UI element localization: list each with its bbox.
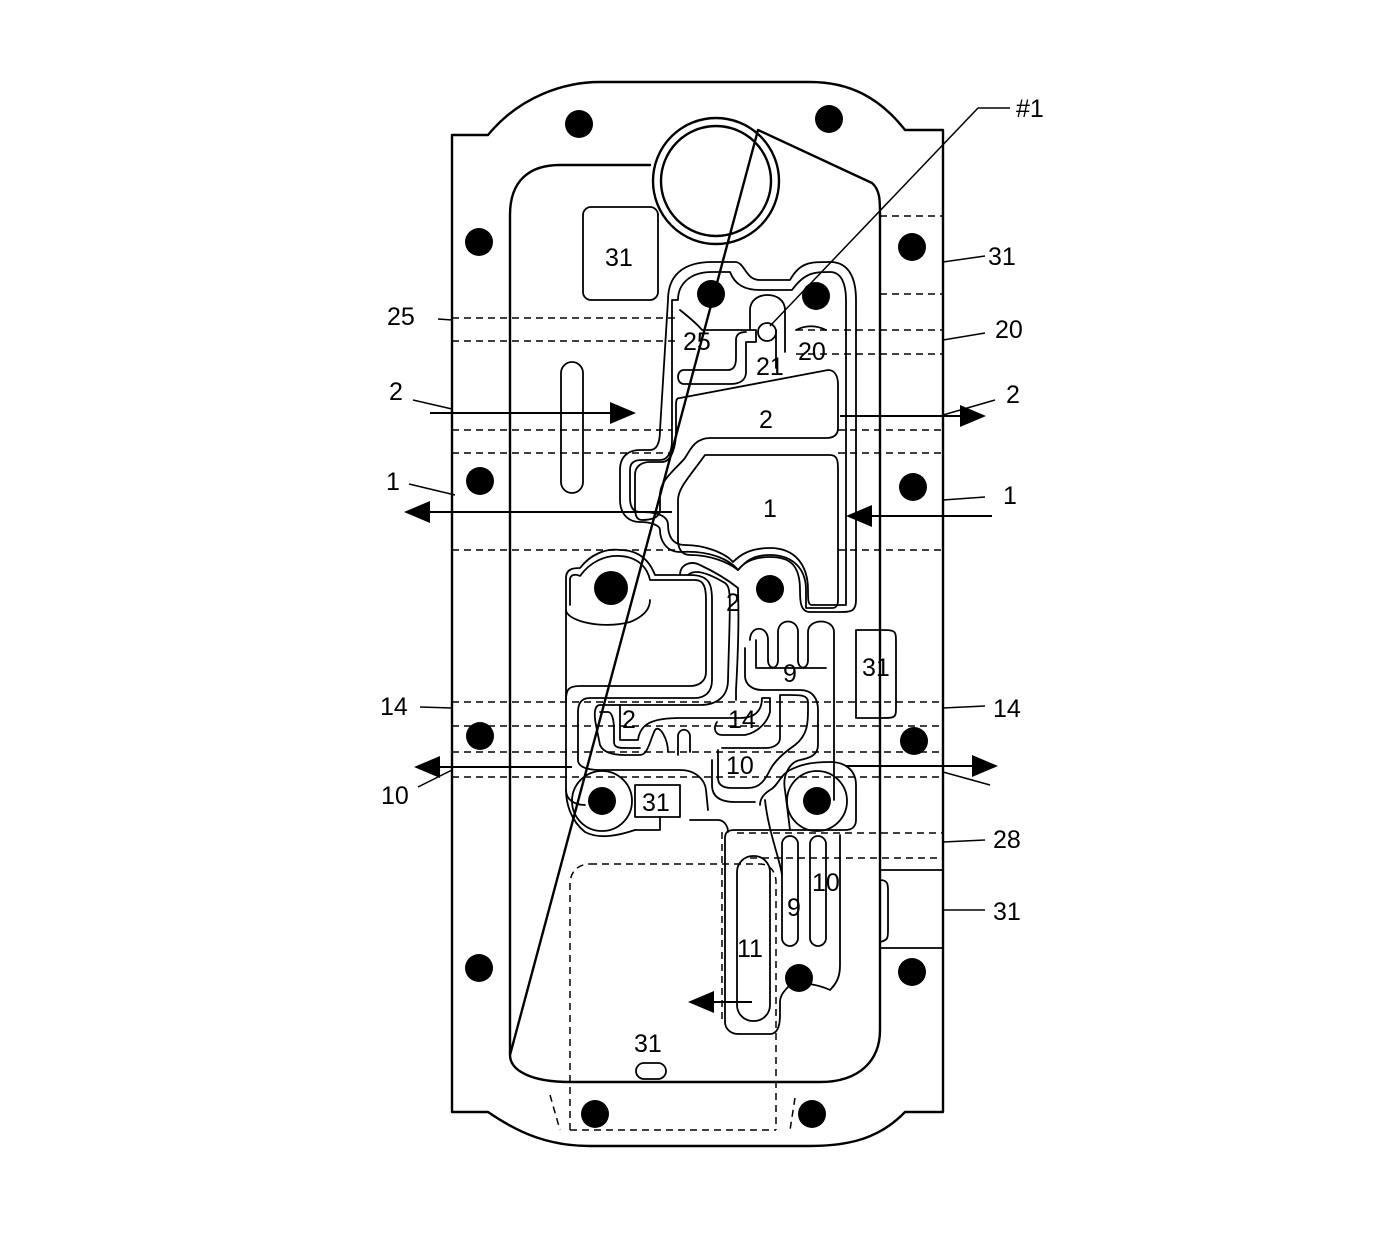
bolt-hole: [899, 473, 927, 501]
label-25: 25: [683, 328, 711, 356]
label-11: 11: [737, 935, 763, 963]
label-31: 31: [634, 1030, 662, 1058]
label-1: 1: [386, 468, 400, 496]
bolt-hole: [565, 110, 593, 138]
arrow-right-icon: [610, 402, 636, 424]
bolt-hole: [900, 727, 928, 755]
plate-outline: [450, 80, 945, 1148]
dashed-lines: [452, 215, 943, 1131]
bolt-hole: [466, 467, 494, 495]
bolt-hole: [785, 964, 813, 992]
label-31: 31: [605, 244, 633, 272]
bolt-hole: [465, 954, 493, 982]
label-20: 20: [798, 338, 826, 366]
label-25: 25: [387, 303, 415, 331]
label-31: 31: [862, 654, 890, 682]
bolt-hole: [756, 575, 784, 603]
arrow-right-icon: [960, 405, 986, 427]
callout-label: #1: [1016, 95, 1044, 123]
bolt-hole: [815, 105, 843, 133]
label-31: 31: [988, 243, 1016, 271]
label-2: 2: [726, 589, 740, 617]
arrow-left-icon: [414, 756, 440, 778]
arrow-left-icon: [688, 991, 714, 1013]
bolt-hole: [465, 228, 493, 256]
label-10: 10: [812, 869, 840, 897]
bolt-hole: [581, 1100, 609, 1128]
label-14: 14: [380, 693, 408, 721]
label-9: 9: [787, 894, 801, 922]
bolt-hole: [898, 233, 926, 261]
right-side-recesses: [855, 629, 944, 949]
arrow-left-icon: [846, 505, 872, 527]
bolt-hole: [898, 958, 926, 986]
bolt-hole: [594, 571, 628, 605]
bolt-hole: [803, 787, 831, 815]
label-2: 2: [1006, 381, 1020, 409]
flow-arrows: [404, 402, 998, 1013]
label-2: 2: [389, 378, 403, 406]
label-1: 1: [1003, 482, 1017, 510]
bolt-hole: [466, 722, 494, 750]
leader-lines: [408, 107, 1010, 911]
bolt-hole: [802, 282, 830, 310]
fluid-channels: [560, 206, 857, 1080]
label-31: 31: [993, 898, 1021, 926]
bolt-hole: [697, 280, 725, 308]
label-9: 9: [783, 660, 797, 688]
arrow-right-icon: [972, 755, 998, 777]
bolt-hole: [798, 1100, 826, 1128]
label-28: 28: [993, 826, 1021, 854]
bolt-hole: [588, 787, 616, 815]
label-14: 14: [993, 695, 1021, 723]
label-20: 20: [995, 316, 1023, 344]
arrow-left-icon: [404, 501, 430, 523]
label-2: 2: [759, 406, 773, 434]
labels: #1 31 25 20 2 2 1 1 14 14 10 28 31 31 25…: [380, 95, 1044, 1058]
label-1: 1: [763, 495, 777, 523]
label-10: 10: [726, 752, 754, 780]
bolt-holes: [465, 105, 928, 1128]
label-10: 10: [381, 782, 409, 810]
label-14: 14: [728, 706, 756, 734]
label-31: 31: [642, 789, 670, 817]
label-21: 21: [756, 353, 784, 381]
label-2: 2: [622, 706, 636, 734]
